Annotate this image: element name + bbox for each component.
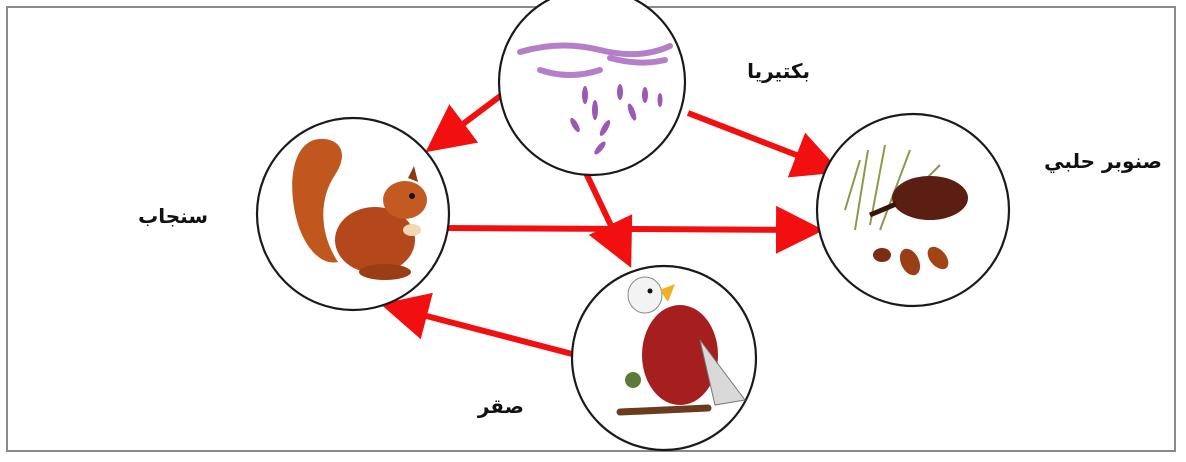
eagle-label: صقر [477,394,524,418]
node-eagle [572,266,756,450]
arrow-squirrel-to-pine [447,228,812,230]
arrow-eagle-to-squirrel [392,307,576,355]
node-bacteria [499,0,685,175]
node-squirrel [257,118,449,310]
bacteria-circle [499,0,685,175]
arrow-bacteria-to-squirrel [435,94,503,145]
node-pine [817,114,1009,306]
squirrel-label: سنجاب [138,204,208,228]
pine-label: صنوبر حلبي [1044,149,1162,174]
arrow-bacteria-to-pine [688,113,830,168]
bacteria-label: بكتيريا [747,59,810,83]
